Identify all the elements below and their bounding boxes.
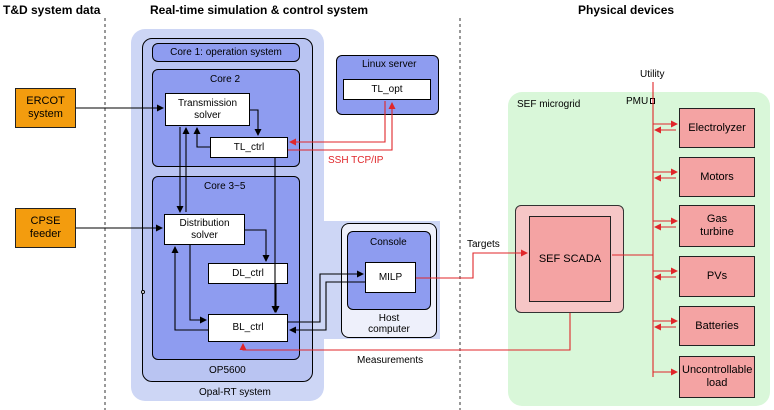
core2-label: Core 2 bbox=[210, 74, 241, 85]
device-batteries-label: Batteries bbox=[695, 319, 739, 332]
op5600-label: OP5600 bbox=[209, 365, 246, 376]
ssh-link-label: SSH TCP/IP bbox=[328, 155, 384, 166]
core35-label: Core 3~5 bbox=[204, 181, 246, 192]
utility-label: Utility bbox=[640, 69, 665, 80]
core1-box: Core 1: operation system bbox=[152, 43, 300, 62]
device-gas-turbine-label: Gas turbine bbox=[700, 213, 734, 238]
sef-microgrid-label: SEF microgrid bbox=[517, 99, 581, 110]
scada-box: SEF SCADA bbox=[529, 216, 611, 302]
header-realtime: Real-time simulation & control system bbox=[150, 3, 369, 17]
device-electrolyzer-label: Electrolyzer bbox=[688, 121, 746, 134]
measurements-link-label: Measurements bbox=[357, 355, 424, 366]
device-motors-label: Motors bbox=[700, 170, 734, 183]
milp-label: MILP bbox=[378, 271, 403, 283]
device-batteries: Batteries bbox=[679, 306, 755, 346]
device-pvs-label: PVs bbox=[706, 270, 728, 283]
tl-opt-box: TL_opt bbox=[343, 79, 431, 100]
header-physical: Physical devices bbox=[578, 3, 675, 17]
tl-ctrl-label: TL_ctrl bbox=[233, 141, 265, 153]
bl-ctrl-box: BL_ctrl bbox=[208, 314, 288, 342]
scada-label: SEF SCADA bbox=[538, 252, 602, 265]
transmission-solver-box: Transmission solver bbox=[165, 93, 250, 126]
device-pvs: PVs bbox=[679, 256, 755, 297]
transmission-solver-label: Transmission solver bbox=[177, 98, 238, 121]
targets-link-label: Targets bbox=[467, 239, 500, 250]
milp-box: MILP bbox=[365, 262, 416, 293]
tl-ctrl-box: TL_ctrl bbox=[210, 137, 288, 158]
tl-opt-label: TL_opt bbox=[371, 83, 403, 95]
device-gas-turbine: Gas turbine bbox=[679, 205, 755, 247]
device-electrolyzer: Electrolyzer bbox=[679, 108, 755, 148]
cpse-feeder-box: CPSE feeder bbox=[15, 208, 76, 248]
console-label: Console bbox=[370, 237, 407, 248]
distribution-solver-box: Distribution solver bbox=[164, 214, 245, 245]
core1-label: Core 1: operation system bbox=[170, 46, 282, 58]
host-computer-label: Host computer bbox=[368, 313, 410, 335]
ercot-system-label: ERCOT system bbox=[26, 95, 65, 120]
ercot-system-box: ERCOT system bbox=[15, 88, 76, 128]
header-td-data: T&D system data bbox=[3, 3, 101, 17]
linux-server-label: Linux server bbox=[362, 59, 417, 70]
junction-dot-icon bbox=[141, 290, 145, 294]
device-uncontrollable-load: Uncontrollable load bbox=[679, 356, 755, 398]
opal-rt-system-label: Opal-RT system bbox=[199, 387, 271, 398]
device-uncontrollable-load-label: Uncontrollable load bbox=[682, 364, 753, 389]
device-motors: Motors bbox=[679, 157, 755, 197]
cpse-feeder-label: CPSE feeder bbox=[29, 215, 62, 240]
bl-ctrl-label: BL_ctrl bbox=[232, 322, 264, 334]
distribution-solver-label: Distribution solver bbox=[179, 218, 230, 241]
dl-ctrl-box: DL_ctrl bbox=[208, 263, 288, 284]
pmu-label: PMU bbox=[626, 96, 649, 107]
dl-ctrl-label: DL_ctrl bbox=[232, 267, 264, 279]
